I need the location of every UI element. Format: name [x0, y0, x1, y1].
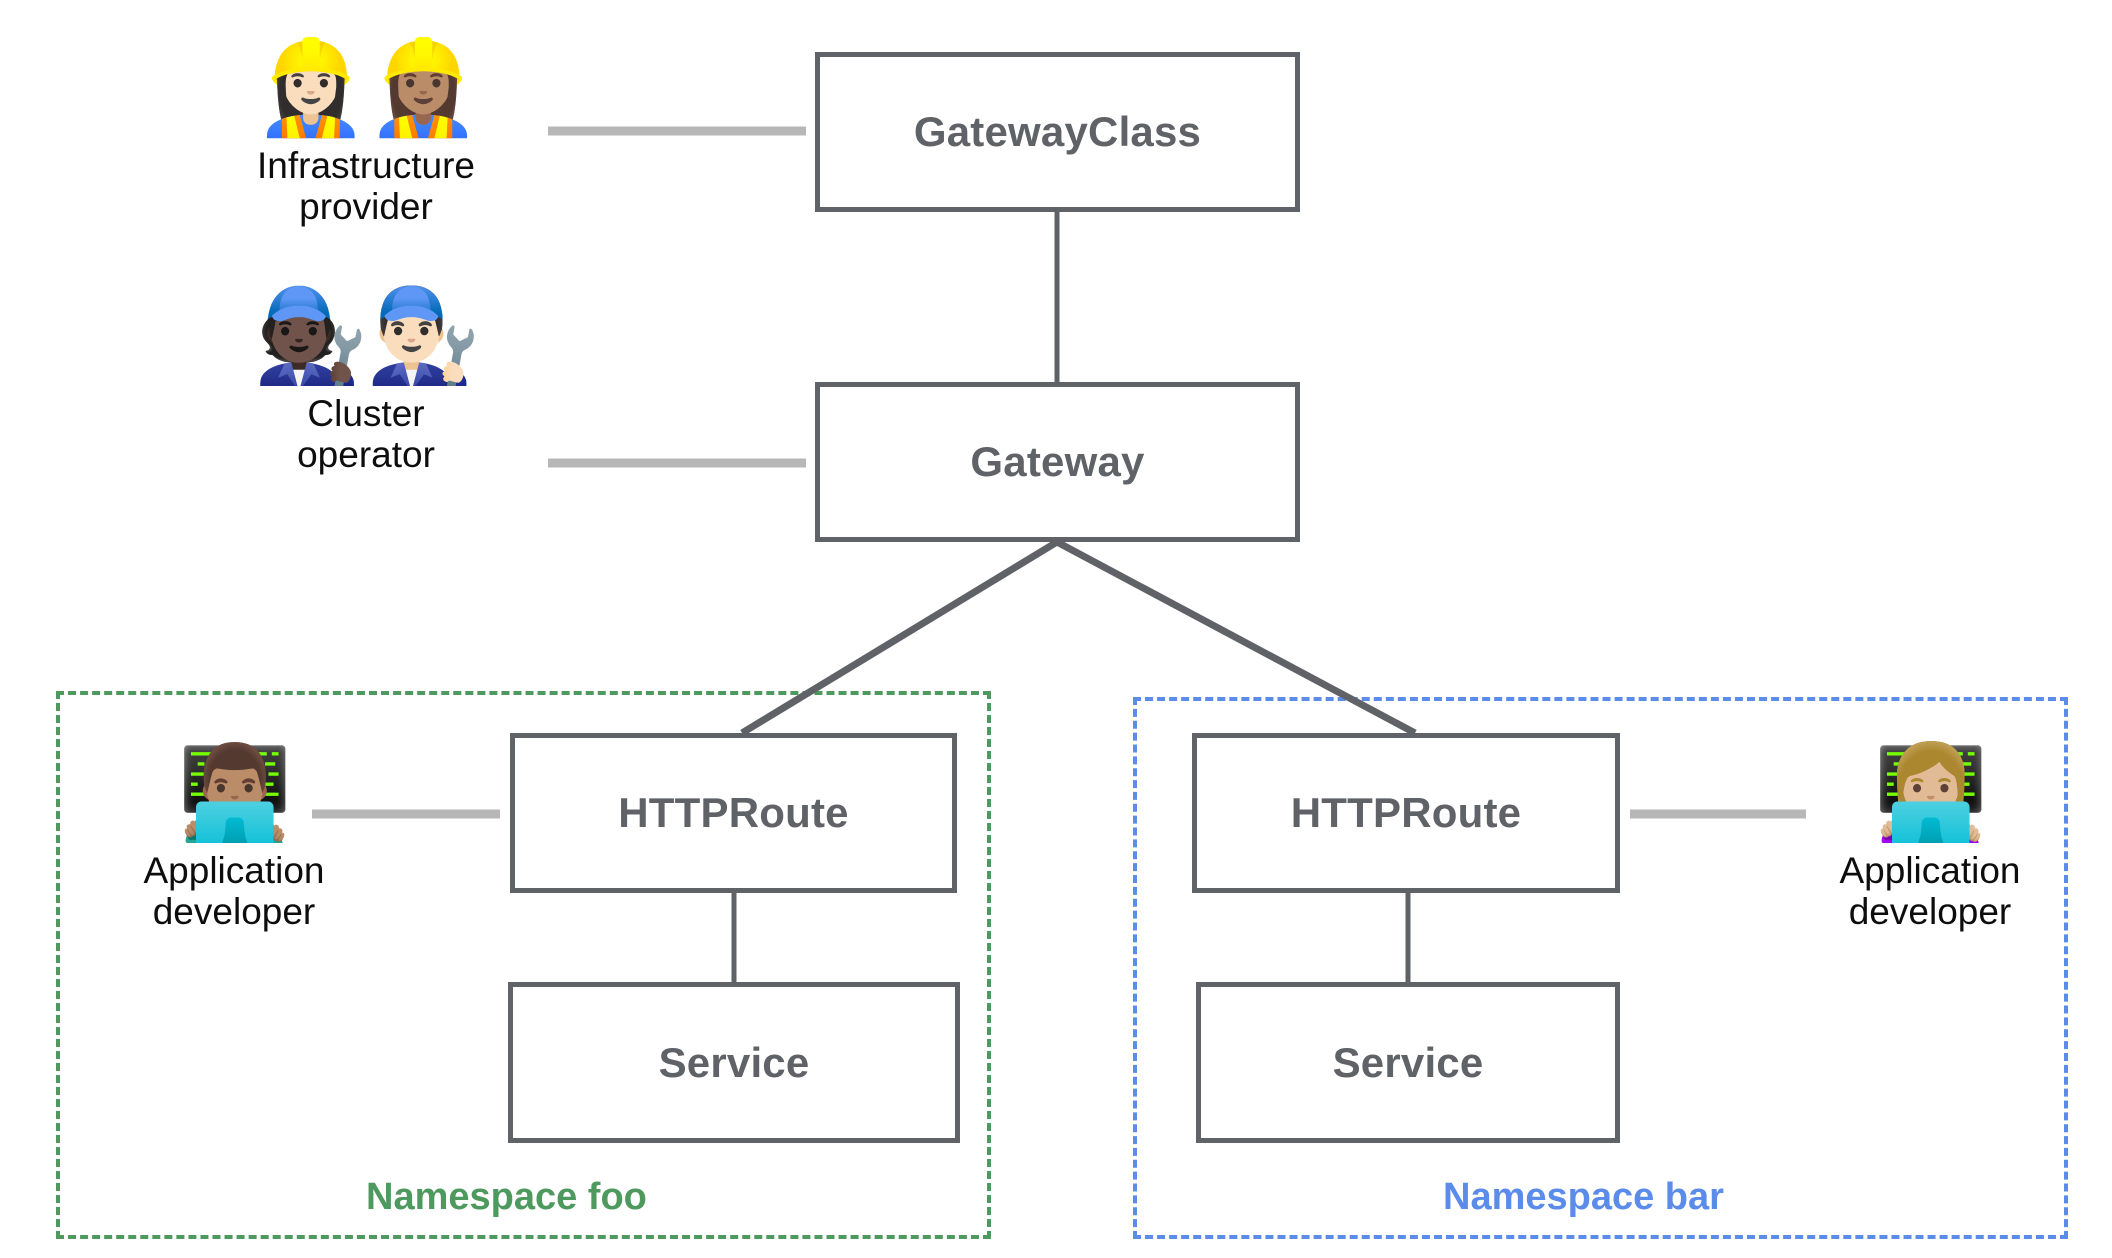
mechanics-icon: 🧑🏿‍🔧👨🏻‍🔧	[253, 285, 480, 387]
persona-label-application-developer-bar: Application developer	[1839, 849, 2021, 933]
woman-technologist-icon: 👩🏼‍💻	[1873, 742, 1989, 844]
resource-box-httproute-foo[interactable]: HTTPRoute	[510, 733, 957, 893]
resource-label-gatewayclass: GatewayClass	[913, 108, 1202, 155]
construction-workers-icon: 👷🏻‍♀️👷🏽‍♀️	[253, 37, 480, 139]
resource-label-httproute-bar: HTTPRoute	[1290, 789, 1522, 836]
persona-application-developer-foo: 👨🏽‍💻 Application developer	[104, 745, 364, 932]
resource-label-service-bar: Service	[1332, 1038, 1484, 1086]
persona-label-infrastructure-provider: Infrastructure provider	[257, 144, 475, 228]
persona-label-cluster-operator: Cluster operator	[297, 392, 435, 476]
resource-label-service-foo: Service	[658, 1038, 810, 1086]
man-technologist-icon: 👨🏽‍💻	[177, 742, 293, 844]
resource-box-gatewayclass[interactable]: GatewayClass	[815, 52, 1300, 212]
persona-application-developer-bar: 👩🏼‍💻 Application developer	[1800, 745, 2060, 932]
resource-box-service-bar[interactable]: Service	[1196, 982, 1620, 1143]
resource-label-gateway: Gateway	[970, 438, 1145, 485]
resource-box-gateway[interactable]: Gateway	[815, 382, 1300, 542]
persona-cluster-operator: 🧑🏿‍🔧👨🏻‍🔧 Cluster operator	[236, 288, 496, 475]
resource-label-httproute-foo: HTTPRoute	[618, 789, 849, 836]
namespace-label-foo: Namespace foo	[366, 1176, 647, 1218]
persona-infrastructure-provider: 👷🏻‍♀️👷🏽‍♀️ Infrastructure provider	[216, 40, 516, 227]
namespace-frame-foo	[56, 691, 991, 1239]
namespace-frame-bar	[1133, 697, 2068, 1239]
namespace-label-bar: Namespace bar	[1443, 1176, 1724, 1218]
resource-box-service-foo[interactable]: Service	[508, 982, 960, 1143]
persona-label-application-developer-foo: Application developer	[143, 849, 325, 933]
resource-box-httproute-bar[interactable]: HTTPRoute	[1192, 733, 1620, 893]
